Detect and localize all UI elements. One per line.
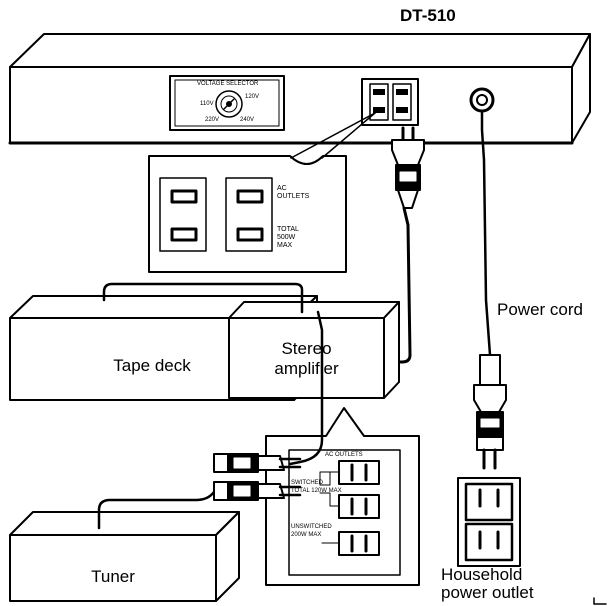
power-cord-plug[interactable] — [473, 354, 507, 470]
tuner-cord — [97, 490, 216, 530]
dt-510-unit — [8, 33, 591, 145]
amplifier-cord — [382, 223, 412, 364]
inset-outlets-bubble — [148, 112, 376, 273]
model-label: DT-510 — [400, 6, 456, 25]
voltage-mark-110: 110V — [200, 101, 214, 107]
amplifier-plug[interactable] — [391, 126, 425, 227]
switched-total-label: TOTAL 120W MAX — [291, 488, 342, 494]
amp-ac-outlets-title: AC OUTLETS — [325, 452, 363, 458]
amp-outlets-bubble — [265, 407, 420, 586]
tuner-label: Tuner — [91, 567, 135, 586]
amplifier-label-line2: amplifier — [274, 359, 339, 378]
inset-max-label: MAX — [277, 242, 293, 249]
tape-deck-plug[interactable] — [213, 453, 302, 473]
household-label-line2: power outlet — [441, 583, 534, 602]
tuner — [9, 511, 240, 602]
voltage-selector-label: VOLTAGE SELECTOR — [197, 81, 259, 87]
tape-deck-cord — [288, 310, 324, 466]
tape-deck-label: Tape deck — [113, 356, 191, 375]
voltage-mark-220: 220V — [205, 117, 220, 123]
inset-outlets-label: OUTLETS — [277, 193, 310, 200]
inset-500w-label: 500W — [277, 234, 296, 241]
voltage-mark-240: 240V — [240, 117, 255, 123]
unswitched-total-label: 200W MAX — [291, 532, 322, 538]
power-cord-label: Power cord — [497, 300, 583, 319]
voltage-mark-120: 120V — [245, 94, 260, 100]
stereo-amplifier — [228, 301, 400, 399]
household-outlet[interactable] — [457, 477, 521, 567]
voltage-selector-knob[interactable] — [226, 101, 232, 107]
household-label-line1: Household — [441, 565, 523, 584]
inset-ac-label: AC — [277, 185, 287, 192]
unswitched-label: UNSWITCHED — [291, 524, 332, 530]
inset-total-label: TOTAL — [277, 226, 299, 233]
switched-label: SWITCHED — [291, 480, 323, 486]
tuner-plug[interactable] — [213, 481, 302, 501]
tape-deck-cord-top — [102, 282, 304, 314]
corner-mark — [593, 597, 607, 605]
rear-ac-outlets[interactable] — [361, 78, 419, 126]
amplifier-label-line1: Stereo — [281, 339, 332, 358]
power-cord-line — [480, 109, 492, 357]
